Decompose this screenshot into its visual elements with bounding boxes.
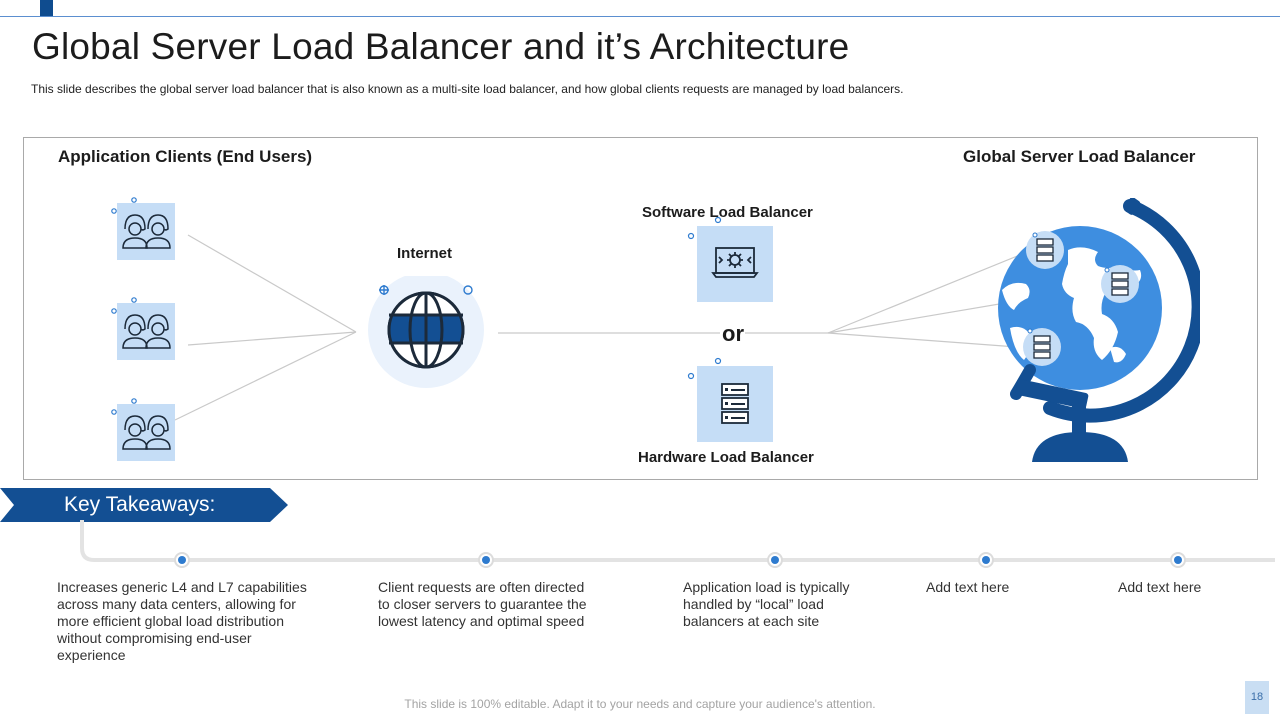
takeaway-5: Add text here: [1118, 579, 1202, 595]
server-rack-icon: [687, 357, 773, 442]
users-icon: [111, 398, 175, 461]
takeaway-2: Client requests are often directed to cl…: [378, 579, 587, 629]
diagram-frame: [23, 137, 1258, 480]
hardware-lb-node: [685, 355, 775, 445]
takeaway-3: Application load is typically handled by…: [683, 579, 850, 629]
software-lb-node: [685, 214, 775, 304]
footer-note: This slide is 100% editable. Adapt it to…: [404, 697, 876, 711]
gear-monitor-icon: [687, 216, 773, 302]
users-icon: [111, 197, 175, 260]
takeaways-timeline: [80, 520, 1275, 568]
users-icon: [111, 297, 175, 360]
hardware-lb-label: Hardware Load Balancer: [638, 449, 814, 466]
takeaways-banner: [0, 488, 288, 522]
internet-label: Internet: [397, 245, 453, 262]
slide-subtitle: This slide describes the global server l…: [31, 82, 904, 96]
globe-icon: [368, 272, 484, 388]
software-lb-label: Software Load Balancer: [642, 204, 813, 221]
or-label: or: [722, 321, 744, 346]
client-group-1: [108, 196, 178, 262]
timeline-dots: [174, 552, 1186, 568]
slide-title: Global Server Load Balancer and it’s Arc…: [32, 26, 850, 67]
client-group-3: [108, 397, 178, 463]
top-rule: [0, 16, 1280, 17]
takeaway-4: Add text here: [926, 579, 1010, 595]
top-accent: [40, 0, 53, 16]
page-number: 18: [1245, 681, 1269, 714]
clients-heading: Application Clients (End Users): [58, 147, 313, 166]
gslb-globe: [990, 197, 1206, 466]
takeaway-1: Increases generic L4 and L7 capabilities…: [57, 579, 307, 663]
takeaways-header: Key Takeaways:: [64, 493, 216, 516]
gslb-heading: Global Server Load Balancer: [963, 147, 1196, 166]
client-group-2: [108, 296, 178, 362]
world-globe-stand-icon: [998, 197, 1206, 462]
internet-node: [366, 272, 486, 392]
